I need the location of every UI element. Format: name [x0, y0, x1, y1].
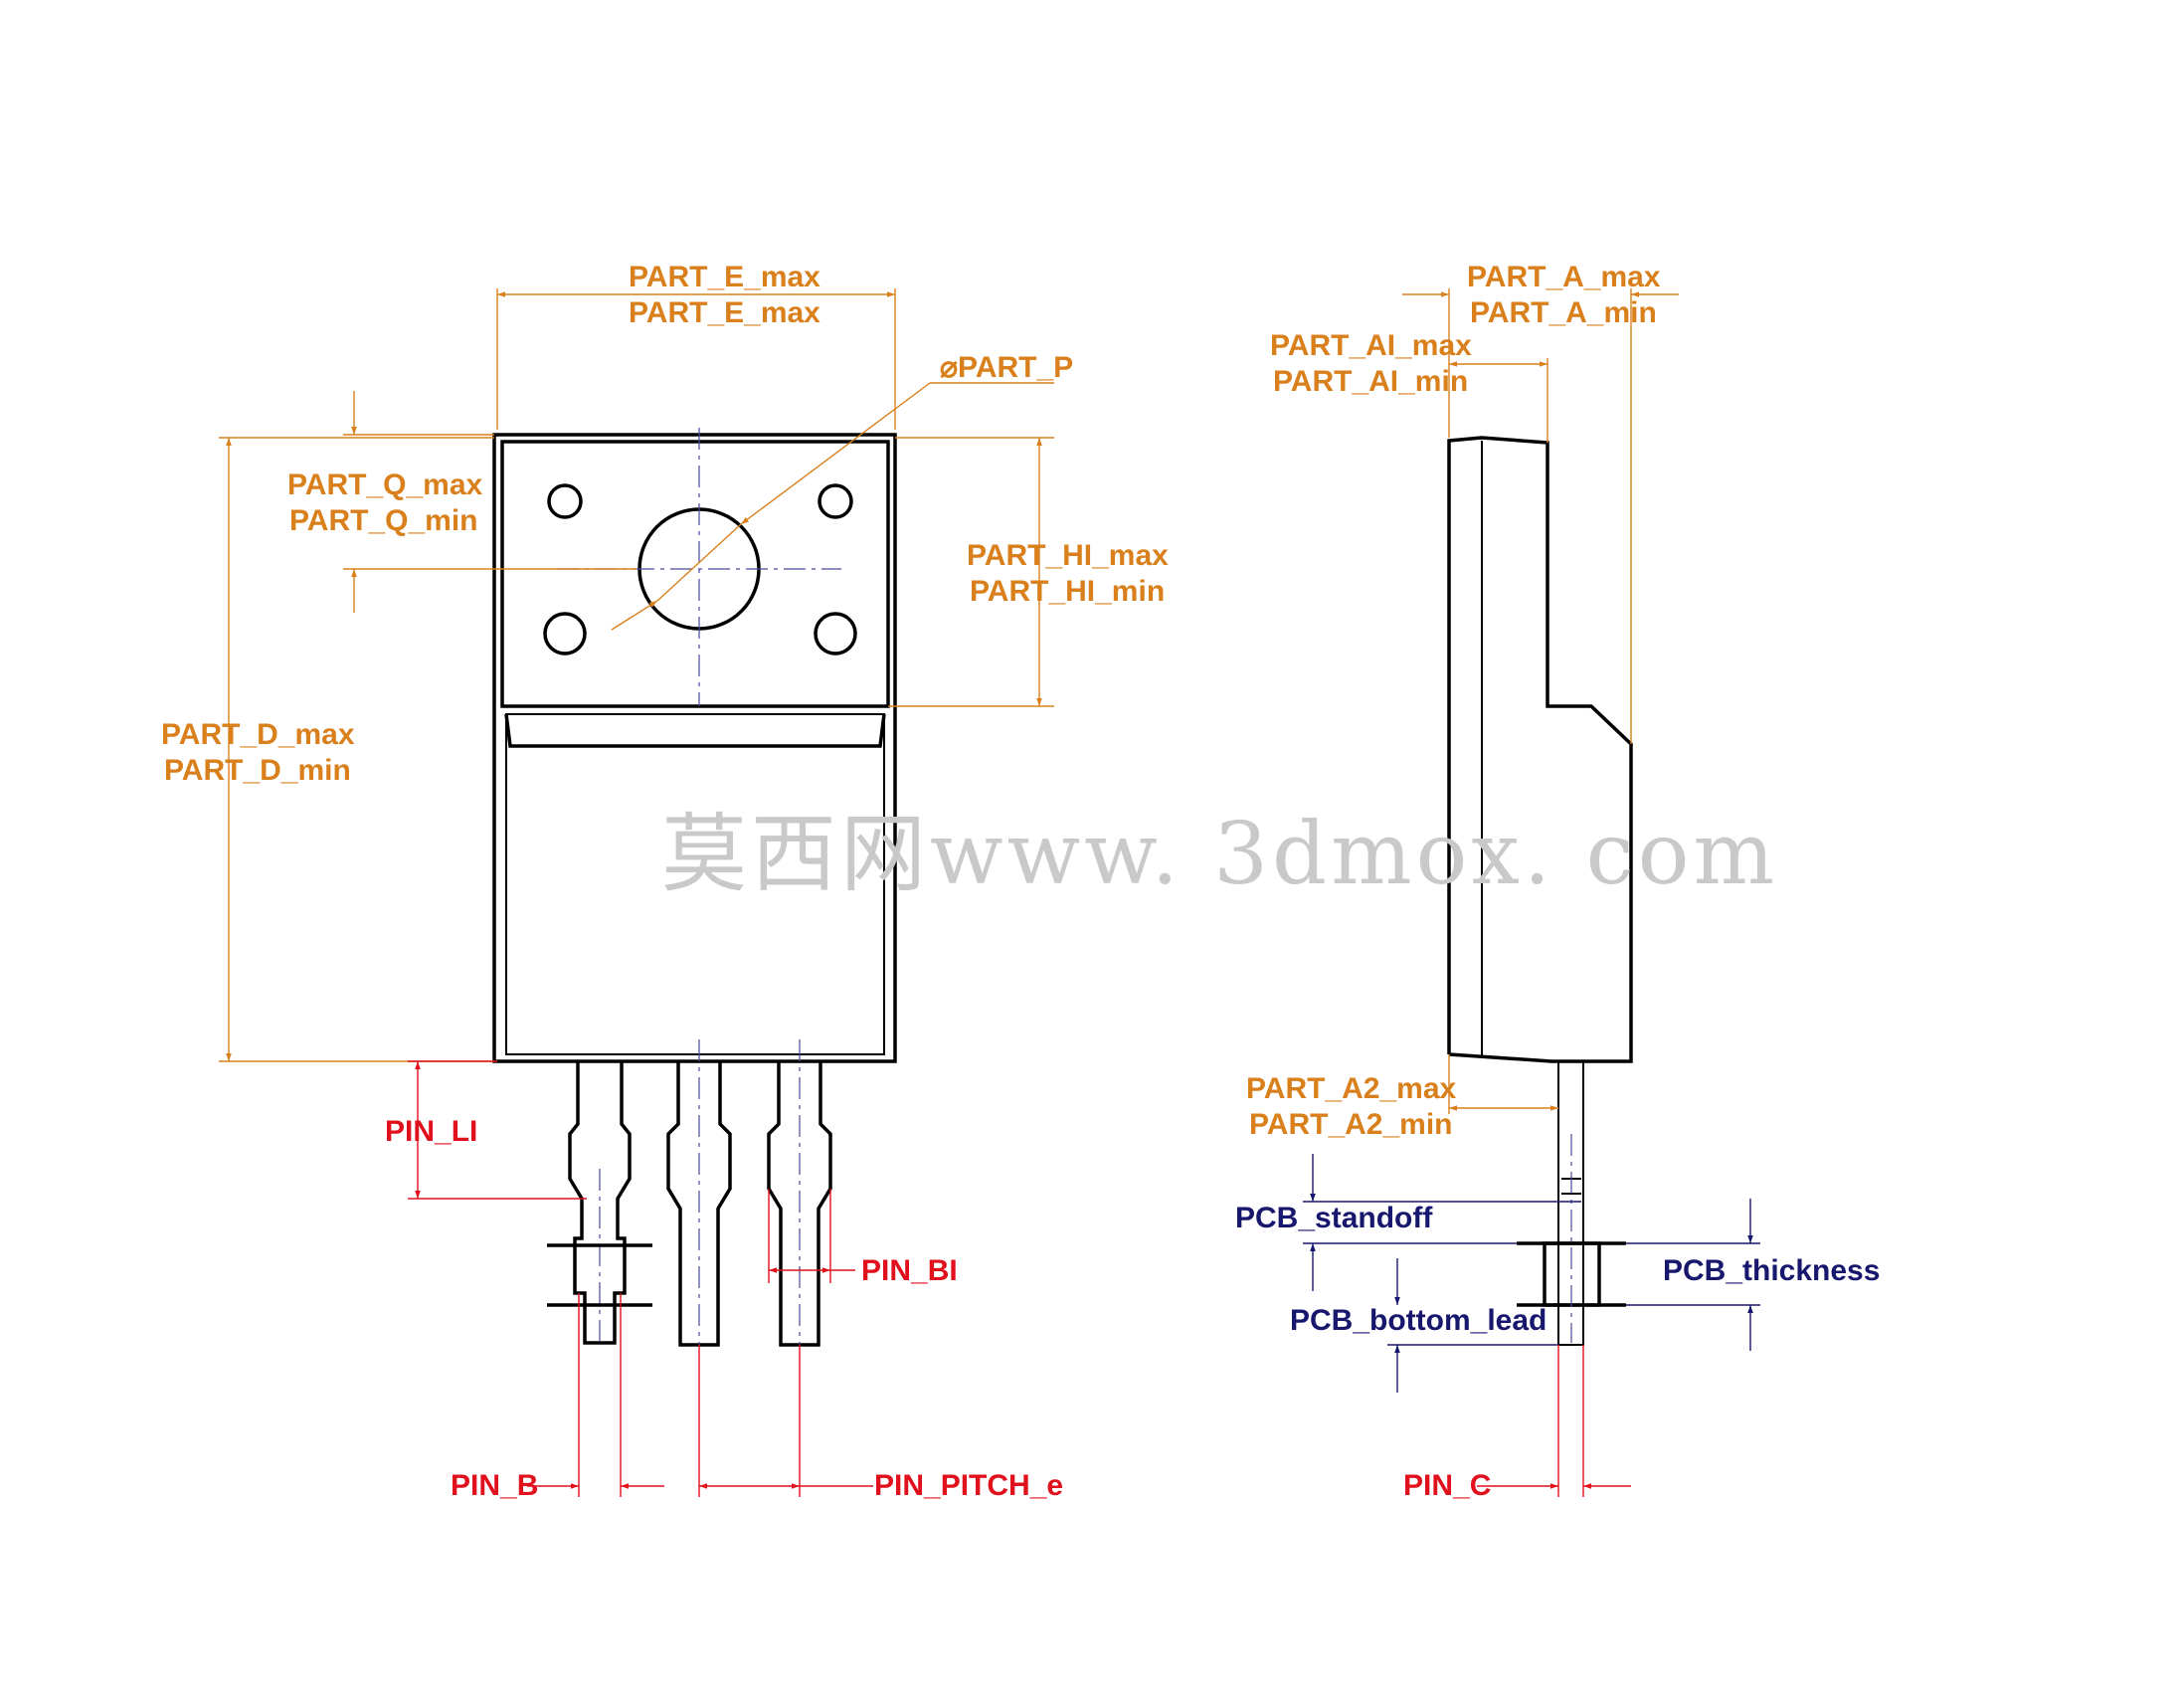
label-pin-pitch-e: PIN_PITCH_e	[874, 1469, 1063, 1502]
mounting-tab	[500, 440, 890, 708]
label-part-h1-max: PART_HI_max	[967, 539, 1169, 572]
pin-middle	[666, 1039, 732, 1347]
label-part-q-min: PART_Q_min	[289, 504, 477, 537]
ejector-hole-top-left	[547, 483, 583, 519]
tab-step	[504, 713, 886, 748]
label-pin-b: PIN_B	[451, 1469, 538, 1502]
front-dimensions	[219, 288, 1054, 1497]
label-part-d-max: PART_D_max	[161, 718, 355, 751]
side-body-outline	[1447, 436, 1633, 1063]
label-part-q-max: PART_Q_max	[287, 469, 483, 501]
label-pin-c: PIN_C	[1403, 1469, 1491, 1502]
label-pin-l1: PIN_LI	[385, 1115, 477, 1148]
pin-right	[767, 1039, 832, 1347]
pin-left	[547, 1061, 652, 1345]
ejector-hole-top-right	[818, 483, 853, 519]
front-body-outline	[492, 433, 897, 1063]
label-part-e-max-2: PART_E_max	[629, 296, 820, 329]
side-view	[1447, 436, 1633, 1346]
label-part-a2-min: PART_A2_min	[1249, 1108, 1453, 1141]
label-part-a1-min: PART_AI_min	[1273, 365, 1468, 398]
label-part-a-max: PART_A_max	[1467, 261, 1661, 293]
label-pcb-bottom-lead: PCB_bottom_lead	[1290, 1304, 1547, 1337]
label-part-d-min: PART_D_min	[164, 754, 351, 787]
label-part-h1-min: PART_HI_min	[970, 575, 1165, 608]
label-pcb-thickness: PCB_thickness	[1663, 1254, 1880, 1287]
label-pin-b1: PIN_BI	[861, 1254, 958, 1287]
label-part-e-max-1: PART_E_max	[629, 261, 820, 293]
ejector-hole-bottom-left	[543, 612, 587, 656]
label-pcb-standoff: PCB_standoff	[1235, 1202, 1433, 1234]
watermark: 莫西网www. 3dmox. com	[661, 805, 1778, 904]
label-part-a2-max: PART_A2_max	[1246, 1072, 1457, 1105]
side-lead	[1557, 1060, 1584, 1346]
side-dimensions	[1303, 288, 1760, 1497]
label-part-a1-max: PART_AI_max	[1270, 329, 1472, 362]
label-part-p: ⌀PART_P	[940, 351, 1073, 384]
ejector-hole-bottom-right	[814, 612, 857, 656]
label-part-a-min: PART_A_min	[1470, 296, 1657, 329]
front-body-inner	[505, 713, 885, 1055]
